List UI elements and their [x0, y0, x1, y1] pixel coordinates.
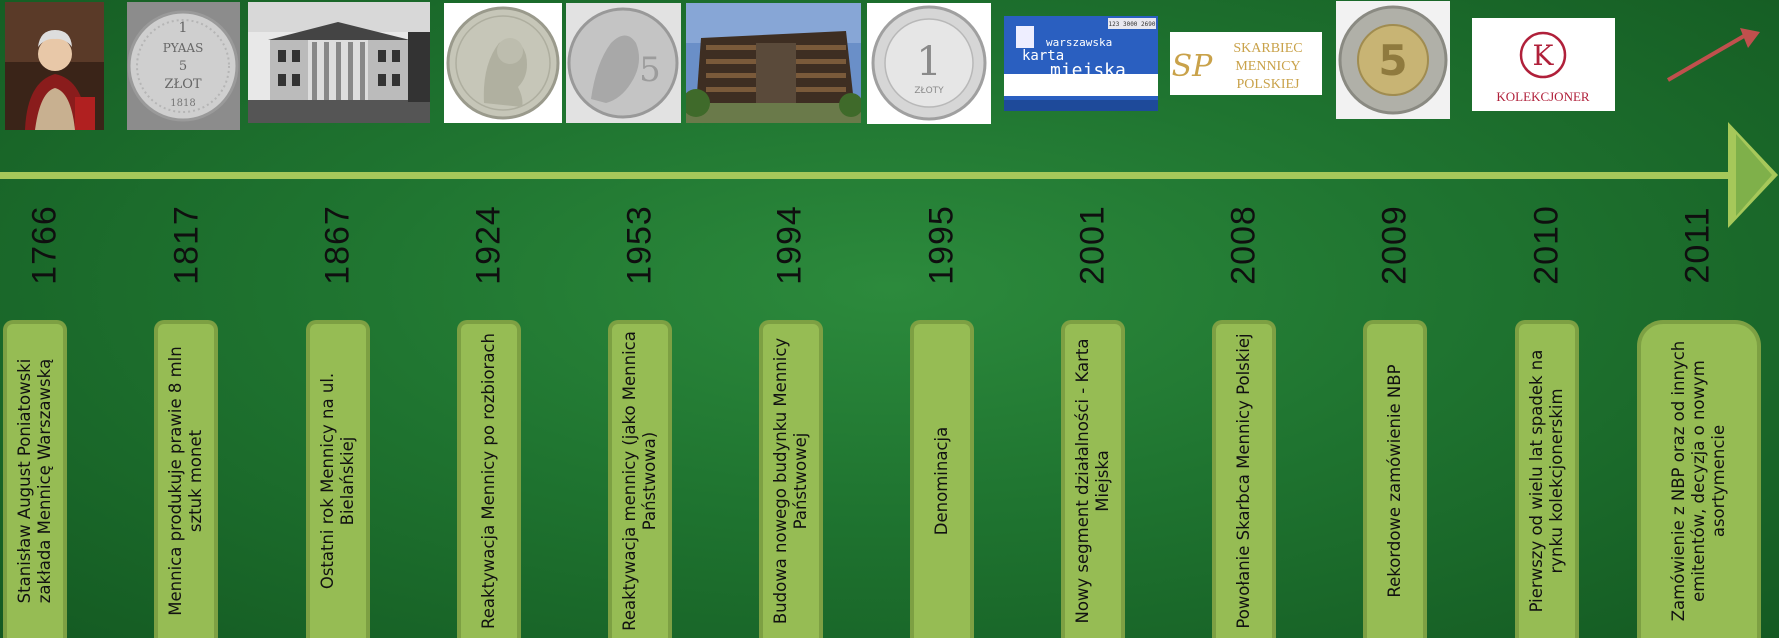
event-card: Nowy segment działalności - Karta Miejsk…	[1061, 320, 1125, 638]
kolekcjoner-letter: K	[1533, 39, 1555, 72]
karta-line2: karta	[1022, 48, 1064, 64]
coin-2009-value: 5	[1378, 36, 1407, 85]
year-text-1994: 1994	[770, 205, 809, 285]
skarbiec-logo-image: SP SKARBIEC MENNICY POLSKIEJ	[1170, 32, 1322, 95]
year-label: 2008	[1224, 200, 1264, 290]
event-description: Nowy segment działalności - Karta Miejsk…	[1073, 338, 1112, 624]
coin-1817-line3: 5	[179, 59, 187, 74]
year-text-2010: 2010	[1527, 205, 1566, 285]
year-text-1995: 1995	[922, 205, 961, 285]
building-bielanska-image	[248, 2, 430, 123]
year-label: 1766	[25, 200, 65, 290]
timeline-axis	[0, 172, 1736, 179]
year-text-1924: 1924	[469, 205, 508, 285]
year-label: 2001	[1073, 200, 1113, 290]
coin-1817-image: 1 PYAAS 5 ZŁOT 1818	[127, 2, 240, 130]
portrait-poniatowski-image	[5, 2, 104, 130]
karta-line3: miejska	[1050, 60, 1126, 81]
coin-1924-image	[444, 3, 562, 123]
year-label: 1994	[770, 200, 810, 290]
year-text-2001: 2001	[1073, 205, 1112, 285]
year-label: 2009	[1375, 200, 1415, 290]
year-label: 1995	[922, 200, 962, 290]
year-text-1817: 1817	[167, 205, 206, 285]
event-description: Zamówienie z NBP oraz od innych emitentó…	[1669, 340, 1728, 622]
arrow-up-right-icon	[1666, 28, 1760, 82]
year-label: 1924	[469, 200, 509, 290]
coin-1995-image: 1 ZŁOTY	[867, 3, 991, 124]
event-card: Ostatni rok Mennicy na ul. Bielańskiej	[306, 320, 370, 638]
event-card: Reaktywacja mennicy (jako Mennica Państw…	[608, 320, 672, 638]
kolekcjoner-name: KOLEKCJONER	[1496, 89, 1589, 104]
year-label: 1817	[167, 200, 207, 290]
skarbiec-monogram: SP	[1172, 49, 1214, 84]
event-card: Pierwszy od wielu lat spadek na rynku ko…	[1515, 320, 1579, 638]
karta-line1: warszawska	[1046, 36, 1112, 49]
kolekcjoner-logo-image: K KOLEKCJONER	[1472, 18, 1615, 111]
event-card: Mennica produkuje prawie 8 mln sztuk mon…	[154, 320, 218, 638]
event-description: Budowa nowego budynku Mennicy Państwowej	[771, 337, 810, 625]
mint-building-1994-image	[686, 3, 861, 123]
event-description: Powołanie Skarbca Mennicy Polskiej	[1234, 333, 1253, 629]
coin-1995-value: 1	[916, 39, 941, 85]
event-card: Rekordowe zamówienie NBP	[1363, 320, 1427, 638]
year-text-2009: 2009	[1375, 205, 1414, 285]
coin-1953-image: 5	[566, 3, 681, 123]
event-description: Stanisław August Poniatowski zakłada Men…	[15, 358, 54, 604]
skarbiec-line2: MENNICY	[1235, 59, 1300, 74]
year-label: 2010	[1527, 200, 1567, 290]
year-text-1953: 1953	[620, 205, 659, 285]
year-text-1867: 1867	[318, 205, 357, 285]
event-description: Pierwszy od wielu lat spadek na rynku ko…	[1527, 349, 1566, 613]
event-card: Denominacja	[910, 320, 974, 638]
coin-1817-line2: PYAAS	[163, 41, 204, 55]
year-label: 1953	[620, 200, 660, 290]
event-description: Reaktywacja Mennicy po rozbiorach	[479, 333, 498, 629]
event-description: Mennica produkuje prawie 8 mln sztuk mon…	[166, 346, 205, 616]
year-text-1766: 1766	[25, 205, 64, 285]
coin-1817-line4: ZŁOT	[164, 77, 201, 92]
svg-text:5: 5	[639, 50, 661, 90]
year-label: 1867	[318, 200, 358, 290]
coin-2009-image: 5	[1336, 1, 1450, 119]
event-description: Reaktywacja mennicy (jako Mennica Państw…	[620, 331, 659, 631]
karta-corner-number: 123 3000 2690	[1109, 21, 1156, 28]
skarbiec-line3: POLSKIEJ	[1236, 77, 1300, 92]
event-card: Reaktywacja Mennicy po rozbiorach	[457, 320, 521, 638]
year-text-2008: 2008	[1224, 205, 1263, 285]
event-card: Budowa nowego budynku Mennicy Państwowej	[759, 320, 823, 638]
event-description: Rekordowe zamówienie NBP	[1385, 364, 1404, 598]
event-card: Stanisław August Poniatowski zakłada Men…	[3, 320, 67, 638]
year-text-2011: 2011	[1678, 206, 1717, 284]
event-card: Powołanie Skarbca Mennicy Polskiej	[1212, 320, 1276, 638]
arrow-head-inner	[1736, 134, 1772, 216]
coin-1817-line5: 1818	[170, 98, 195, 109]
year-label: 2011	[1678, 200, 1718, 290]
event-description: Denominacja	[932, 426, 951, 536]
coin-1995-unit: ZŁOTY	[914, 86, 944, 96]
karta-miejska-image: 123 3000 2690 warszawska karta miejska	[1004, 16, 1158, 111]
coin-1817-line1: 1	[179, 20, 188, 36]
event-description: Ostatni rok Mennicy na ul. Bielańskiej	[318, 372, 357, 590]
event-card: Zamówienie z NBP oraz od innych emitentó…	[1637, 320, 1761, 638]
skarbiec-line1: SKARBIEC	[1233, 41, 1302, 56]
